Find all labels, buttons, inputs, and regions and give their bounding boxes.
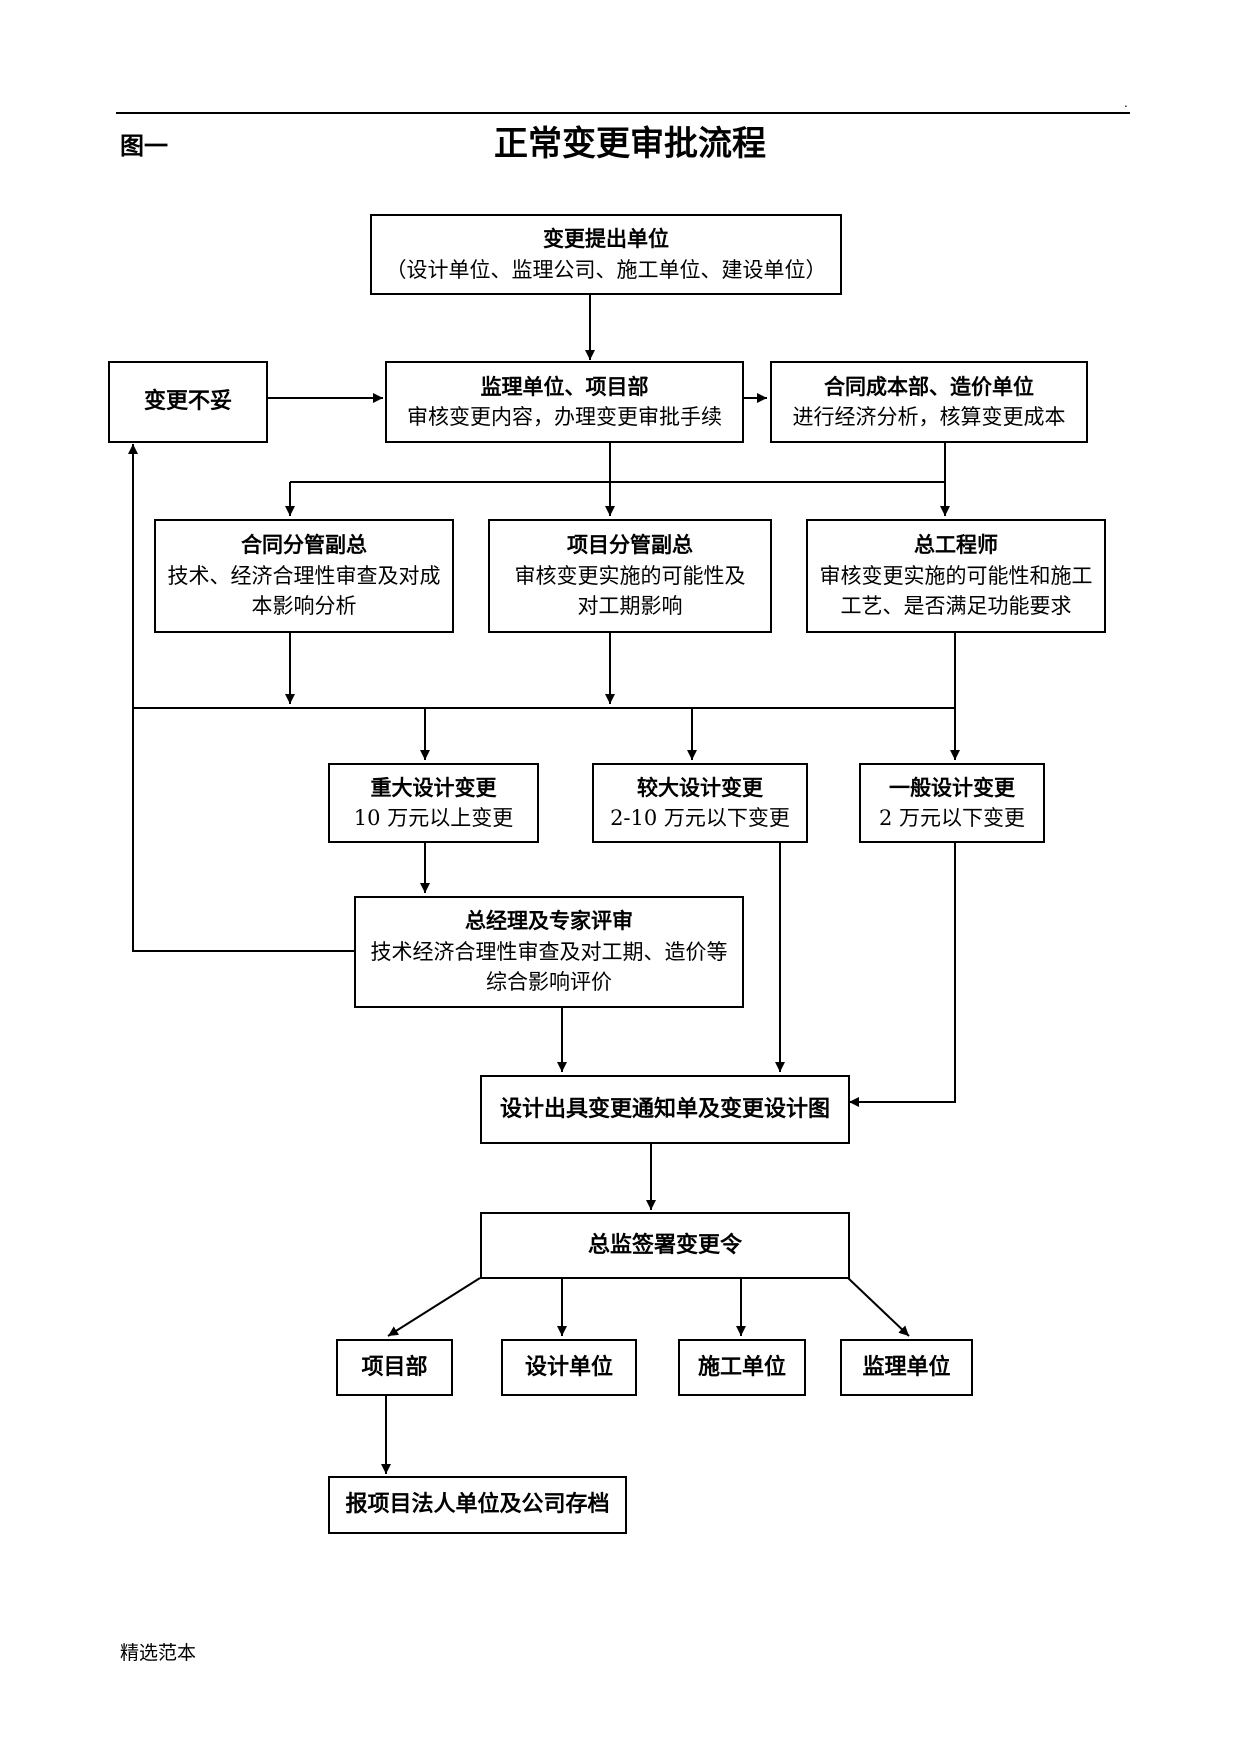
node-proposer: 变更提出单位 （设计单位、监理公司、施工单位、建设单位）: [370, 214, 842, 295]
node-large-title: 较大设计变更: [637, 775, 763, 800]
node-chief-engineer-title: 总工程师: [914, 533, 998, 558]
node-cost: 合同成本部、造价单位 进行经济分析，核算变更成本: [770, 361, 1088, 443]
arrow-to-dept-project: [387, 1277, 481, 1337]
node-project-vp: 项目分管副总 审核变更实施的可能性及对工期影响: [488, 519, 772, 633]
node-contract-vp: 合同分管副总 技术、经济合理性审查及对成本影响分析: [154, 519, 454, 633]
node-supervisor-body: 审核变更内容，办理变更审批手续: [407, 405, 722, 429]
node-contract-vp-body: 技术、经济合理性审查及对成本影响分析: [167, 563, 441, 619]
node-proposer-body: （设计单位、监理公司、施工单位、建设单位）: [385, 257, 827, 282]
node-general: 一般设计变更 2 万元以下变更: [859, 763, 1045, 843]
node-cost-body: 进行经济分析，核算变更成本: [792, 405, 1066, 429]
corner-dot: .: [1124, 96, 1128, 110]
arrow-gm-improper: [128, 444, 354, 952]
arrow-to-dept-supervision: [847, 1277, 910, 1337]
node-large-body: 2-10 万元以下变更: [610, 806, 790, 830]
node-general-body: 2 万元以下变更: [878, 806, 1026, 830]
header-rule: [116, 112, 1130, 114]
node-gm-review-title: 总经理及专家评审: [465, 909, 633, 934]
figure-label: 图一: [120, 132, 168, 160]
node-major: 重大设计变更 10 万元以上变更: [328, 763, 539, 843]
node-cost-title: 合同成本部、造价单位: [824, 374, 1034, 399]
node-supervisor-title: 监理单位、项目部: [480, 374, 649, 399]
node-gm-review: 总经理及专家评审 技术经济合理性审查及对工期、造价等综合影响评价: [354, 896, 744, 1008]
node-dept-construction: 施工单位: [678, 1339, 806, 1396]
node-chief-engineer-body: 审核变更实施的可能性和施工工艺、是否满足功能要求: [819, 563, 1093, 619]
node-gm-review-body: 技术经济合理性审查及对工期、造价等综合影响评价: [370, 939, 728, 995]
node-general-title: 一般设计变更: [889, 775, 1015, 800]
node-chief-engineer: 总工程师 审核变更实施的可能性和施工工艺、是否满足功能要求: [806, 519, 1106, 633]
node-project-vp-body: 审核变更实施的可能性及对工期影响: [514, 563, 746, 619]
node-dept-project: 项目部: [336, 1339, 453, 1396]
node-dept-project-title: 项目部: [361, 1354, 428, 1380]
node-proposer-title: 变更提出单位: [543, 227, 669, 252]
node-supervisor: 监理单位、项目部 审核变更内容，办理变更审批手续: [385, 361, 744, 443]
node-chief-sign-title: 总监签署变更令: [587, 1232, 742, 1258]
node-improper-title: 变更不妥: [143, 389, 232, 415]
node-design-notice-title: 设计出具变更通知单及变更设计图: [499, 1096, 830, 1122]
node-major-body: 10 万元以上变更: [353, 806, 514, 830]
footer-text: 精选范本: [120, 1642, 197, 1664]
node-dept-design: 设计单位: [501, 1339, 637, 1396]
node-large: 较大设计变更 2-10 万元以下变更: [592, 763, 808, 843]
node-dept-supervision: 监理单位: [840, 1339, 973, 1396]
node-archive-title: 报项目法人单位及公司存档: [345, 1492, 610, 1518]
arrow-general-design: [849, 843, 956, 1107]
node-chief-sign: 总监签署变更令: [480, 1212, 850, 1279]
node-improper: 变更不妥: [108, 361, 268, 443]
node-dept-design-title: 设计单位: [524, 1354, 613, 1380]
page-title: 正常变更审批流程: [494, 124, 766, 164]
node-design-notice: 设计出具变更通知单及变更设计图: [480, 1075, 850, 1144]
node-major-title: 重大设计变更: [370, 775, 497, 800]
node-project-vp-title: 项目分管副总: [567, 533, 693, 558]
node-dept-construction-title: 施工单位: [697, 1354, 786, 1380]
node-contract-vp-title: 合同分管副总: [241, 533, 367, 558]
node-archive: 报项目法人单位及公司存档: [328, 1476, 627, 1534]
node-dept-supervision-title: 监理单位: [862, 1354, 951, 1380]
